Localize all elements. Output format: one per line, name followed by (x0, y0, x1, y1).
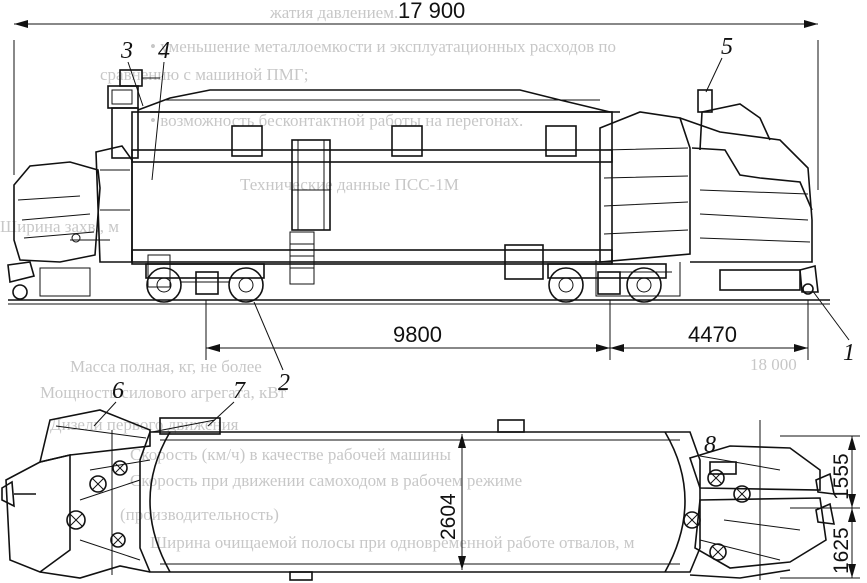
dim-body-width: 2604 (437, 493, 460, 540)
plan-rear-rollers (66, 460, 128, 548)
plan-rear-plough (1, 409, 221, 579)
bleed-line-2: • уменьшение металлоемкости и эксплуатац… (150, 37, 616, 56)
bleed-line-7: Масса полная, кг, не более (70, 357, 262, 376)
bleed-line-11: Скорость при движении самоходом в рабоче… (130, 471, 522, 490)
bleed-line-5: Технические данные ПСС-1М (240, 175, 459, 194)
plan-view: 2604 1555 1625 6 7 8 (1, 378, 860, 581)
bleed-line-3: сравнению с машиной ПМГ; (100, 65, 308, 84)
plan-front-plough (683, 420, 836, 580)
bleed-line-8: Мощность силового агрегата, кВт (40, 383, 287, 402)
callout-6: 6 (112, 378, 124, 404)
plan-body (139, 419, 701, 581)
bleed-line-4: • возможность бесконтактной работы на пе… (150, 111, 523, 130)
callout-4: 4 (158, 38, 170, 64)
dimension-body-width: 2604 (437, 434, 466, 570)
bleed-line-1: жатия давлением. (269, 3, 398, 22)
dim-front-overhang: 4470 (688, 322, 737, 347)
side-view: 17 900 (7, 0, 855, 396)
side-ladder (289, 231, 315, 285)
bleed-line-10: Скорость (км/ч) в качестве рабочей машин… (130, 445, 452, 464)
dim-right-lower: 1625 (830, 527, 853, 574)
bleed-line-12: (производительность) (120, 505, 279, 524)
callout-7: 7 (233, 378, 246, 404)
dim-wheelbase: 9800 (393, 322, 442, 347)
bogie-front (547, 263, 667, 303)
dimension-front-overhang: 4470 (610, 322, 808, 352)
bleed-through-text: жатия давлением. • уменьшение металлоемк… (0, 3, 797, 552)
dimension-wheelbase: 9800 (206, 322, 610, 352)
callout-5: 5 (721, 34, 733, 60)
front-plough (595, 89, 819, 297)
dimension-total-length: 17 900 (13, 0, 819, 190)
bleed-line-9: Дизели первого движения (50, 415, 239, 434)
callout-8: 8 (704, 432, 716, 458)
callout-2: 2 (278, 370, 290, 396)
bleed-line-14: 18 000 (750, 355, 797, 374)
dim-total-length: 17 900 (398, 0, 465, 23)
dim-right-upper: 1555 (830, 453, 853, 500)
callout-3: 3 (120, 38, 133, 64)
callouts-side: 3 4 5 2 1 (120, 34, 855, 396)
rear-plough (7, 69, 160, 300)
bleed-line-13: Ширина очищаемой полосы при одновременно… (150, 533, 635, 552)
callout-1: 1 (843, 340, 855, 366)
plan-front-rollers (683, 469, 751, 561)
bogie-rear (145, 263, 265, 303)
bleed-line-6: Ширина захв., м (0, 217, 119, 236)
callouts-plan: 6 7 8 (93, 378, 716, 458)
dimension-right-stack: 1555 1625 (780, 435, 860, 579)
